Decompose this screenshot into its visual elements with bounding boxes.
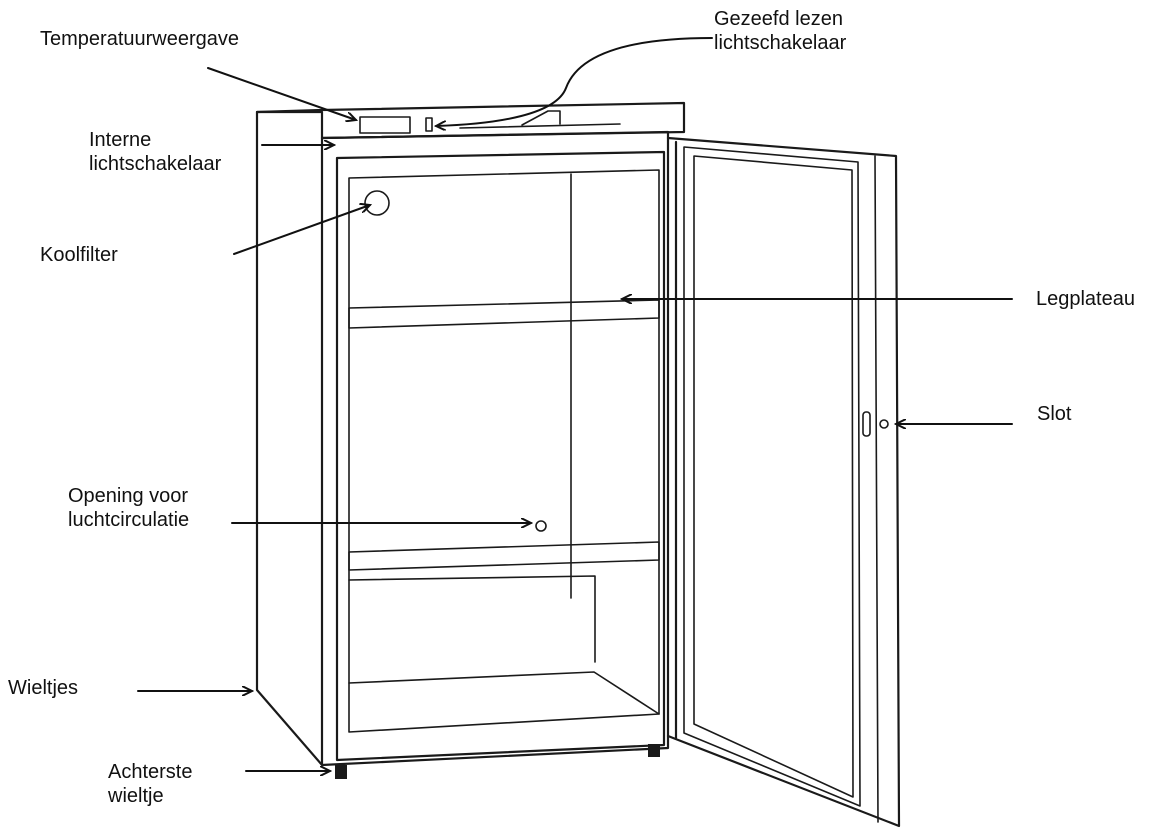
label-carbon-filter: Koolfilter	[40, 244, 118, 266]
open-door	[666, 136, 901, 828]
top-controls	[359, 110, 621, 134]
label-temperature-display: Temperatuurweergave	[40, 28, 239, 50]
air-vent-circle	[535, 520, 547, 532]
lock-slot	[862, 411, 871, 437]
cabinet-feet	[335, 744, 660, 779]
lock-knob-circle	[879, 419, 889, 429]
label-rear-wheel: Achterste wieltje	[108, 761, 193, 807]
carbon-filter-circle	[364, 190, 390, 216]
label-sealed-light-switch: Gezeefd lezen lichtschakelaar	[714, 8, 847, 54]
label-internal-light-switch: Interne lichtschakelaar	[89, 129, 222, 175]
cabinet-body	[255, 101, 686, 767]
label-air-circulation-opening: Opening voor luchtcirculatie	[68, 485, 190, 531]
temperature-display-box	[359, 116, 411, 134]
light-switch-shape	[425, 117, 433, 132]
label-shelf: Legplateau	[1036, 288, 1135, 310]
shelves	[348, 299, 660, 715]
callout-arrows	[137, 37, 1013, 771]
label-lock: Slot	[1037, 403, 1072, 425]
label-wheels: Wieltjes	[8, 677, 79, 699]
